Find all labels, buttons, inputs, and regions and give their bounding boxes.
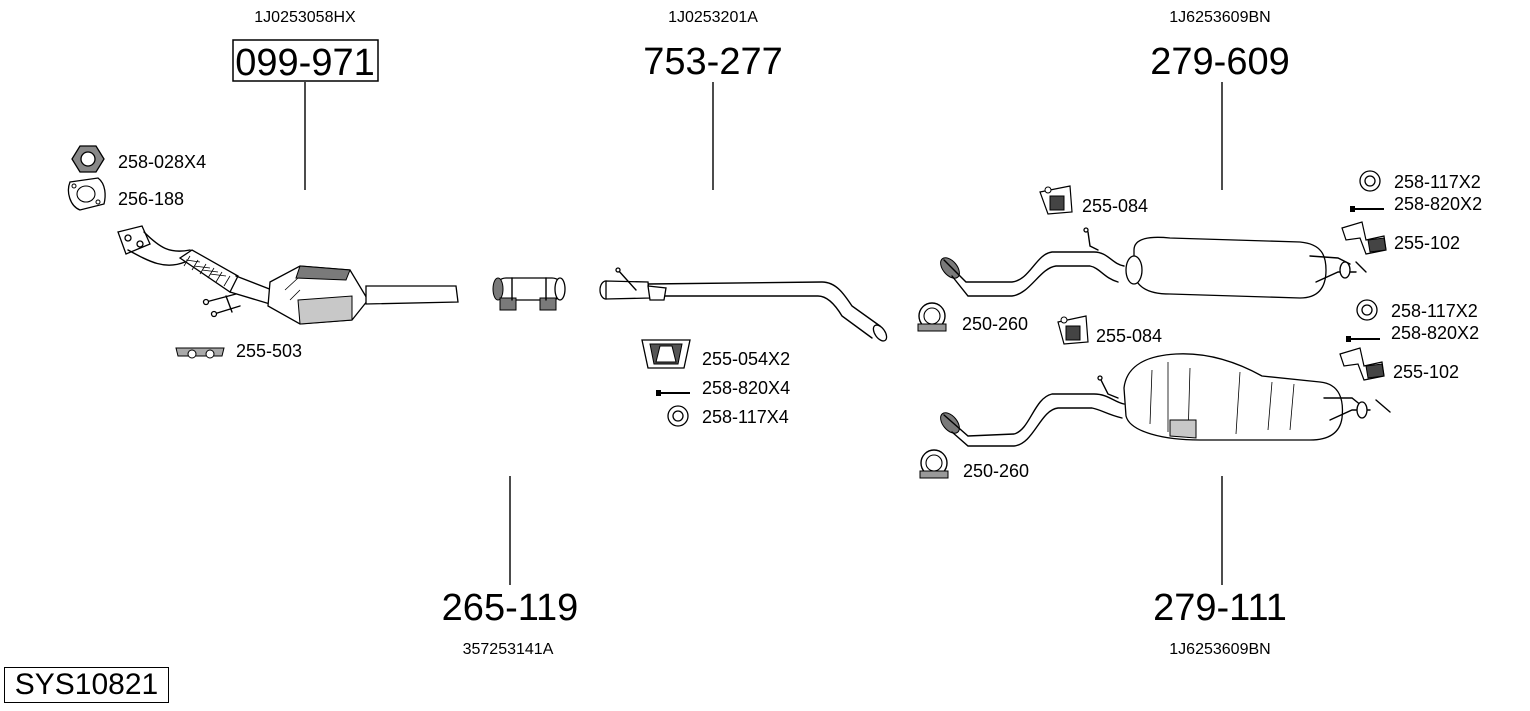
washer-icon xyxy=(667,405,689,427)
accessory-250-260-top[interactable]: 250-260 xyxy=(917,302,1028,334)
system-code-label: SYS10821 xyxy=(4,667,169,703)
part-number: 265-119 xyxy=(442,587,579,629)
oem-number: 1J6253609BN xyxy=(1169,9,1270,26)
accessory-label: 258-820X2 xyxy=(1394,194,1482,214)
rear-silencer-bottom-drawing xyxy=(940,353,1391,447)
bracket-icon xyxy=(1339,347,1385,381)
accessory-255-102-top[interactable]: 255-102 xyxy=(1341,221,1460,255)
washer-icon xyxy=(1359,170,1381,192)
accessory-258-028X4[interactable]: 258-028X4 xyxy=(71,145,206,173)
accessory-label: 250-260 xyxy=(962,314,1028,334)
accessory-label: 255-102 xyxy=(1394,233,1460,253)
part-753-277[interactable]: 1J0253201A 753-277 xyxy=(643,9,783,190)
accessory-258-117X4[interactable]: 258-117X4 xyxy=(667,405,789,427)
accessory-label: 256-188 xyxy=(118,189,184,209)
accessory-label: 258-117X2 xyxy=(1394,172,1481,192)
part-number: 099-971 xyxy=(235,42,374,84)
rubber-mount-icon xyxy=(641,339,691,369)
rubber-mount-icon xyxy=(175,347,225,359)
center-pipe-drawing xyxy=(492,277,566,311)
part-279-111[interactable]: 279-111 1J6253609BN xyxy=(1153,476,1287,658)
accessory-label: 255-054X2 xyxy=(702,349,790,369)
bolt-icon xyxy=(656,390,690,396)
rubber-mount-icon xyxy=(1039,185,1073,215)
accessory-258-117X2-top[interactable]: 258-117X2 xyxy=(1359,170,1481,192)
accessory-label: 250-260 xyxy=(963,461,1029,481)
part-099-971[interactable]: 1J0253058HX 099-971 xyxy=(232,9,379,190)
part-number: 279-609 xyxy=(1150,41,1289,83)
accessory-255-084-top[interactable]: 255-084 xyxy=(1039,185,1148,216)
part-number: 279-111 xyxy=(1153,587,1287,629)
oem-number: 1J0253201A xyxy=(668,9,758,26)
clamp-icon xyxy=(919,449,949,479)
accessory-label: 258-028X4 xyxy=(118,152,206,172)
front-pipe-catalyst-drawing xyxy=(117,225,459,325)
intermediate-pipe-drawing xyxy=(599,267,888,342)
part-number: 753-277 xyxy=(643,41,782,83)
accessory-258-820X4[interactable]: 258-820X4 xyxy=(656,378,790,398)
bracket-icon xyxy=(1341,221,1387,255)
accessory-258-820X2-top[interactable]: 258-820X2 xyxy=(1350,194,1482,214)
rubber-mount-icon xyxy=(1057,315,1089,345)
accessory-label: 255-084 xyxy=(1096,326,1162,346)
gasket-icon xyxy=(67,177,106,211)
part-279-609[interactable]: 1J6253609BN 279-609 xyxy=(1150,9,1290,190)
oem-number: 1J0253058HX xyxy=(254,9,356,26)
accessory-258-117X2-bottom[interactable]: 258-117X2 xyxy=(1356,299,1478,321)
accessory-label: 258-820X2 xyxy=(1391,323,1479,343)
clamp-icon xyxy=(917,302,947,332)
bolt-icon xyxy=(1346,336,1380,342)
bolt-icon xyxy=(1350,206,1384,212)
accessory-label: 258-117X2 xyxy=(1391,301,1478,321)
part-number-box xyxy=(232,39,379,82)
accessory-255-054X2[interactable]: 255-054X2 xyxy=(641,339,790,369)
accessory-255-084-bottom[interactable]: 255-084 xyxy=(1057,315,1162,346)
hex-nut-icon xyxy=(71,145,105,173)
rear-silencer-top-drawing xyxy=(940,227,1367,299)
accessory-label: 255-102 xyxy=(1393,362,1459,382)
oem-number: 1J6253609BN xyxy=(1169,641,1270,658)
accessory-label: 255-503 xyxy=(236,341,302,361)
accessory-250-260-bottom[interactable]: 250-260 xyxy=(919,449,1029,481)
accessory-label: 255-084 xyxy=(1082,196,1148,216)
accessory-label: 258-117X4 xyxy=(702,407,789,427)
part-265-119[interactable]: 265-119 357253141A xyxy=(442,476,579,658)
accessory-255-503[interactable]: 255-503 xyxy=(175,341,302,361)
accessory-label: 258-820X4 xyxy=(702,378,790,398)
accessory-258-820X2-bottom[interactable]: 258-820X2 xyxy=(1346,323,1479,343)
oem-number: 357253141A xyxy=(463,641,554,658)
washer-icon xyxy=(1356,299,1378,321)
accessory-255-102-bottom[interactable]: 255-102 xyxy=(1339,347,1459,382)
accessory-256-188[interactable]: 256-188 xyxy=(67,177,184,211)
